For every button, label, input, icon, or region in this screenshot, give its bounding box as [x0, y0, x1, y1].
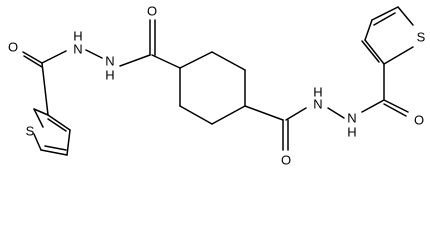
nitrogen-label-left-a: N: [73, 42, 82, 57]
hydrogen-label-right-b: H: [347, 125, 356, 140]
oxygen-label-right: O: [414, 113, 424, 128]
left-carbonyl-hydrazide: [22, 49, 103, 116]
oxygen-label-left: O: [8, 40, 18, 55]
chemical-structure-diagram: O H N N H S O O H N N H O S: [8, 4, 426, 168]
nitrogen-label-left-b: N: [105, 54, 114, 69]
hydrogen-label-left-a: H: [73, 29, 82, 44]
nitrogen-label-right-a: N: [313, 97, 322, 112]
oxygen-label-center-bottom: O: [281, 153, 291, 168]
left-thiophene-ring: [33, 108, 71, 156]
hydrogen-label-left-b: H: [105, 68, 114, 83]
right-carbonyl-hydrazide: [244, 63, 409, 151]
oxygen-label-center-top: O: [147, 4, 157, 19]
hydrogen-label-right-a: H: [313, 85, 322, 100]
right-thiophene-ring: [361, 6, 414, 65]
atom-labels: O H N N H S O O H N N H O S: [8, 4, 426, 168]
cyclohexane-ring: [119, 19, 246, 125]
nitrogen-label-right-b: N: [347, 111, 356, 126]
sulfur-label-right: S: [417, 30, 426, 45]
sulfur-label-left: S: [26, 124, 35, 139]
